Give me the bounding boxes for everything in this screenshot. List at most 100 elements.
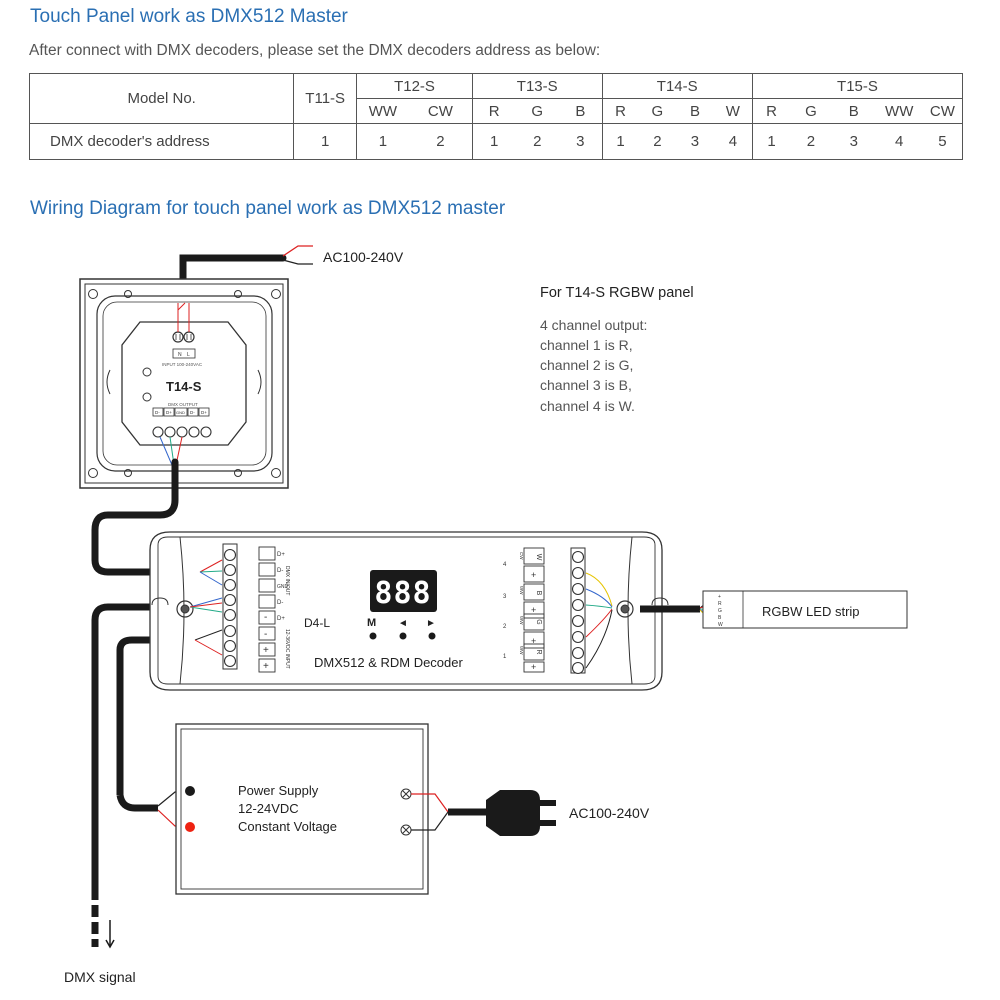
address-cell: 3 — [559, 123, 603, 160]
address-table: Model No. T11-S T12-S T13-S T14-S T15-S … — [28, 73, 964, 160]
address-header: DMX decoder's address — [28, 123, 295, 160]
ch-group-label: 2 — [503, 624, 507, 630]
led-strip: + R G B W RGBW LED strip — [702, 590, 908, 629]
power-supply: Power Supply 12-24VDC Constant Voltage — [175, 723, 429, 895]
channel-cell: WW — [875, 98, 923, 124]
panel-model: T14-S — [166, 379, 202, 394]
dec-right-term: W — [535, 554, 542, 561]
dec-left-term: D- — [277, 600, 283, 606]
ch-type-label: WW — [519, 586, 524, 595]
ch-group-label: 3 — [503, 594, 507, 600]
button-m[interactable] — [369, 632, 377, 640]
led-strip-label: RGBW LED strip — [762, 604, 860, 619]
psu-line1: Power Supply — [238, 783, 319, 798]
address-cell: 4 — [713, 123, 753, 160]
led-pin: B — [718, 615, 722, 621]
channel-cell: B — [831, 98, 876, 124]
address-cell: 1 — [356, 123, 409, 160]
button-right[interactable] — [428, 632, 436, 640]
note-line: 4 channel output: — [540, 317, 647, 333]
address-cell: 2 — [790, 123, 832, 160]
dec-left-term: - — [264, 612, 267, 623]
led-pin: G — [718, 608, 722, 614]
dmx-out-cable — [91, 603, 190, 900]
panel-out-term: GND — [176, 410, 185, 415]
decoder-display: 888 — [374, 576, 431, 611]
led-pin: W — [718, 622, 723, 628]
channel-cell: G — [790, 98, 832, 124]
dec-right-term: + — [531, 636, 536, 646]
decoder-name: DMX512 & RDM Decoder — [314, 655, 463, 670]
ch-type-label: WW — [519, 646, 524, 655]
dec-right-term: + — [531, 570, 536, 580]
address-cell: 1 — [751, 123, 791, 160]
model-header: Model No. — [28, 73, 295, 124]
dmx-inout-label: DMX IN/OUT — [284, 566, 290, 595]
dec-left-term: D+ — [277, 616, 285, 622]
panel-output-label: DMX OUTPUT — [168, 402, 198, 407]
address-cell: 1 — [601, 123, 639, 160]
psu-line2: 12-24VDC — [238, 801, 299, 816]
address-cell: 2 — [408, 123, 473, 160]
psu-neg-terminal — [185, 786, 195, 796]
power-input-label: 12-36VDC INPUT — [284, 629, 290, 669]
channel-cell: CW — [922, 98, 963, 124]
note-line: channel 3 is B, — [540, 377, 632, 393]
btn-m-label: M — [367, 617, 376, 629]
panel-out-term: D- — [190, 410, 195, 415]
psu-pos-terminal — [185, 822, 195, 832]
ac-plug — [411, 790, 556, 836]
address-cell: 5 — [922, 123, 963, 160]
dec-left-term: + — [263, 645, 269, 656]
note-title: For T14-S RGBW panel — [540, 285, 694, 301]
address-cell: 3 — [831, 123, 876, 160]
decoder: D+ D- GND D- D+ - - + + DMX IN/OUT 12-36… — [149, 531, 669, 691]
touch-panel: N L INPUT 100-240VAC T14-S DMX OUTPUT D-… — [79, 278, 289, 489]
dec-left-term: D- — [277, 568, 283, 574]
psu-line3: Constant Voltage — [238, 819, 337, 834]
decoder-model: D4-L — [304, 616, 330, 630]
panel-input-label: INPUT 100-240VAC — [162, 362, 203, 367]
button-left[interactable] — [399, 632, 407, 640]
diagram-title: Wiring Diagram for touch panel work as D… — [30, 198, 506, 219]
note-line: channel 1 is R, — [540, 337, 633, 353]
address-cell: 2 — [515, 123, 560, 160]
address-cell: 4 — [875, 123, 923, 160]
ac-bottom-label: AC100-240V — [569, 805, 650, 821]
dec-right-term: + — [531, 662, 536, 672]
model-t14: T14-S — [601, 73, 753, 99]
address-cell: 1 — [293, 123, 358, 160]
dmx-out-dashes — [91, 905, 99, 947]
model-t15: T15-S — [751, 73, 964, 99]
model-t13: T13-S — [471, 73, 603, 99]
address-cell: 1 — [471, 123, 516, 160]
led-pin: R — [718, 601, 722, 607]
address-cell: 3 — [676, 123, 714, 160]
btn-left-label: ◄ — [398, 618, 408, 629]
panel-term-l: L — [187, 352, 190, 358]
channel-cell: W — [713, 98, 753, 124]
dec-left-term: + — [263, 661, 269, 672]
led-pin: + — [718, 594, 721, 600]
dmx-signal-label: DMX signal — [64, 969, 136, 985]
dec-right-term: B — [535, 591, 542, 596]
dec-right-term: R — [535, 649, 542, 654]
power-cable — [116, 636, 225, 795]
panel-out-term: D+ — [166, 410, 172, 415]
channel-cell: WW — [356, 98, 409, 124]
ch-type-label: CW — [519, 552, 524, 560]
btn-right-label: ► — [426, 618, 436, 629]
ch-group-label: 4 — [503, 562, 507, 568]
dec-right-term: G — [535, 619, 542, 624]
dec-left-term: D+ — [277, 552, 285, 558]
note-line: channel 4 is W. — [540, 398, 635, 414]
dec-right-term: + — [531, 605, 536, 615]
dec-left-term: - — [264, 629, 267, 640]
panel-out-term: D- — [155, 410, 160, 415]
panel-term-n: N — [178, 352, 182, 358]
address-cell: 2 — [638, 123, 677, 160]
ch-group-label: 1 — [503, 654, 507, 660]
channel-cell: R — [471, 98, 516, 124]
ac-top-label: AC100-240V — [323, 249, 404, 265]
